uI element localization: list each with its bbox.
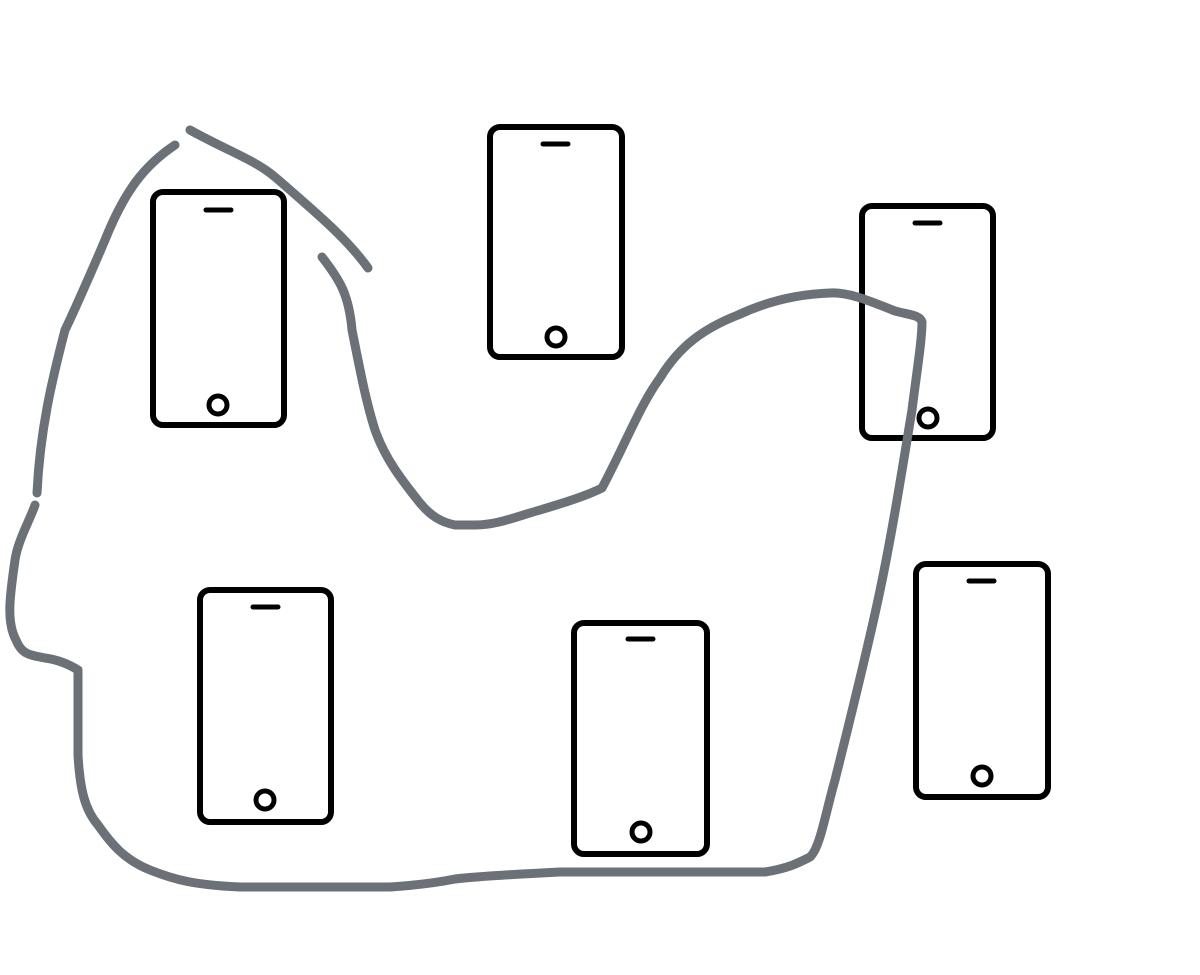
smartphone-icon	[913, 561, 1051, 800]
smartphone-icon	[197, 587, 334, 825]
freehand-lasso-outline	[5, 125, 927, 892]
smartphone-icon	[150, 189, 287, 428]
smartphone-icon	[487, 124, 625, 360]
smartphone-icon	[571, 620, 710, 857]
smartphone-icon	[859, 203, 996, 441]
